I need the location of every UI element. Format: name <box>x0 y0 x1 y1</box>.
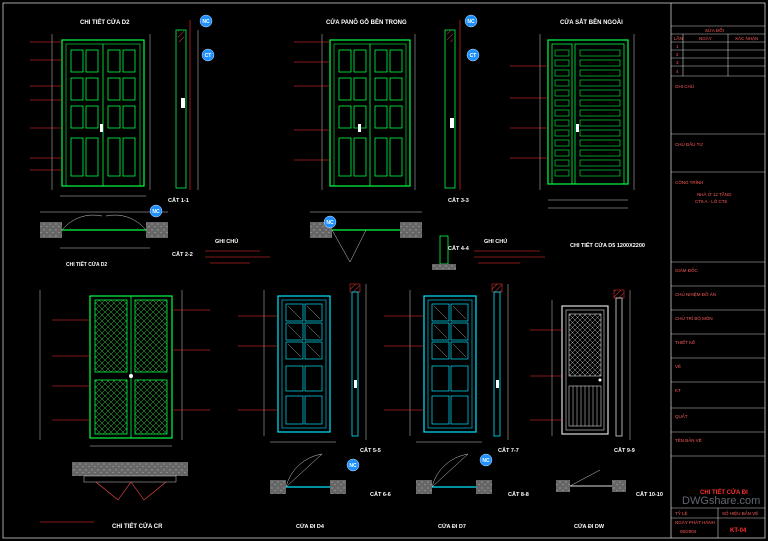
tag-nc-top-mid: NC <box>464 14 478 28</box>
tb-date-label: NGÀY PHÁT HÀNH <box>675 519 715 525</box>
tb-ten-ban-ve: TÊN BẢN VẼ <box>675 436 702 443</box>
title-door-cr-detail: CHI TIẾT CỬA CR <box>112 523 163 530</box>
tb-giam-doc: GIÁM ĐỐC <box>675 267 699 273</box>
tb-drawing-name: CHI TIẾT CỬA ĐI <box>700 489 748 496</box>
tb-sheet-no: KT-04 <box>730 528 747 534</box>
door-d4-elevation <box>263 290 336 443</box>
svg-text:CT: CT <box>470 53 477 59</box>
label-section-4-4: CẮT 4-4 <box>448 244 470 252</box>
plan-dw <box>556 469 626 492</box>
tb-kt: KT <box>675 388 681 393</box>
tb-chu-tri: CHỦ TRÌ BỘ MÔN <box>675 315 713 321</box>
section-d2-vertical <box>175 20 199 190</box>
tb-sheet-no-label: SỐ HIỆU BẢN VẼ <box>722 509 758 516</box>
tb-chu-nhiem: CHỦ NHIỆM ĐỒ ÁN <box>675 290 716 297</box>
watermark-logo: DWGshare.com <box>682 495 760 507</box>
plan-cr <box>72 462 188 501</box>
section-7-7 <box>491 283 509 440</box>
svg-text:NC: NC <box>467 19 475 25</box>
notes-title-left: GHI CHÚ <box>215 238 238 245</box>
title-steel-door-outside: CỬA SẮT BÊN NGOÀI <box>560 18 623 26</box>
section-5-5 <box>349 283 367 440</box>
tag-nc-plan-left: NC <box>149 204 163 218</box>
tb-row-1: 1 <box>676 44 679 49</box>
svg-text:NC: NC <box>482 458 490 464</box>
tb-col-lan: LẦN <box>674 35 683 41</box>
label-section-2-2: CẮT 2-2 <box>172 250 193 258</box>
label-section-1-1: CẮT 1-1 <box>168 196 189 204</box>
door-steel-elevation <box>539 34 635 190</box>
svg-text:NC: NC <box>349 463 357 469</box>
section-pano-vertical <box>444 20 461 190</box>
title-door-d2-detail: CHI TIẾT CỬA D2 <box>80 19 130 26</box>
section-4-4-sill <box>432 235 456 270</box>
tag-nc-top-left: NC <box>199 14 213 28</box>
tag-ct-top-mid: CT <box>466 48 480 62</box>
title-door-d4: CỬA ĐI D4 <box>296 523 325 530</box>
door-d7-elevation <box>409 290 482 443</box>
title-door-d5-detail: CHI TIẾT CỬA D5 1200X2200 <box>570 242 645 249</box>
door-d2-elevation <box>51 34 151 197</box>
tb-col-ngay: NGÀY <box>699 35 712 41</box>
label-section-8-8: CẮT 8-8 <box>508 490 529 498</box>
tb-ghi-chu: GHI CHÚ <box>675 83 694 89</box>
title-block <box>671 25 765 538</box>
notes-lines-left <box>205 250 270 264</box>
tag-ct-top-left: CT <box>201 48 215 62</box>
label-section-5-5: CẮT 5-5 <box>360 446 381 454</box>
annotation-leaders <box>30 41 562 421</box>
tb-date-value: 06/2004 <box>680 529 697 534</box>
plan-steel <box>548 199 628 209</box>
label-section-10-10: CẮT 10-10 <box>636 490 663 498</box>
tb-quat: QUẢT <box>675 413 688 419</box>
door-cr-elevation <box>39 290 183 447</box>
plan-d4 <box>270 453 346 494</box>
tb-row-4: 4 <box>676 69 679 74</box>
label-plan-d2: CHI TIẾT CỬA D2 <box>66 261 107 268</box>
label-section-7-7: CẮT 7-7 <box>498 446 519 454</box>
label-section-6-6: CẮT 6-6 <box>370 490 391 498</box>
tb-project-line2: CT6 A - LÔ CT6 <box>695 198 728 204</box>
svg-text:NC: NC <box>202 19 210 25</box>
tag-nc-d7: NC <box>479 453 493 467</box>
tb-ve: VẼ <box>675 363 681 369</box>
door-dw-elevation <box>551 300 609 436</box>
tb-row-3: 3 <box>676 60 679 65</box>
tb-row-2: 2 <box>676 52 679 57</box>
tb-col-xacnhan: XÁC NHẬN <box>735 35 758 41</box>
notes-lines-right <box>474 250 545 264</box>
tag-nc-d4: NC <box>346 458 360 472</box>
tb-scale: TỶ LỆ <box>675 509 688 516</box>
title-pano-door-inside: CỬA PANÔ GỖ BÊN TRONG <box>326 18 407 26</box>
plan-d7 <box>416 453 492 494</box>
section-9-9 <box>613 289 631 440</box>
label-section-9-9: CẮT 9-9 <box>614 446 635 454</box>
title-door-d7: CỬA ĐI D7 <box>438 523 466 530</box>
tag-nc-plan-mid: NC <box>323 215 337 229</box>
tb-chu-dau-tu: CHỦ ĐẦU TƯ <box>675 141 703 147</box>
svg-text:NC: NC <box>326 220 334 226</box>
tb-thiet-ke: THIẾT KẾ <box>675 339 695 345</box>
door-pano-elevation <box>321 34 416 190</box>
label-section-3-3: CẮT 3-3 <box>448 196 469 204</box>
tb-cong-trinh: CÔNG TRÌNH <box>675 179 703 185</box>
notes-title-right: GHI CHÚ <box>484 238 507 245</box>
plan-d2 <box>40 211 168 249</box>
svg-text:NC: NC <box>152 209 160 215</box>
tb-project-line1: NHÀ Ở 12 TẦNG <box>697 191 732 197</box>
title-door-dw: CỬA ĐI DW <box>574 523 605 530</box>
tb-revision-header: SỬA ĐỔI <box>705 27 724 33</box>
svg-text:CT: CT <box>205 53 212 59</box>
